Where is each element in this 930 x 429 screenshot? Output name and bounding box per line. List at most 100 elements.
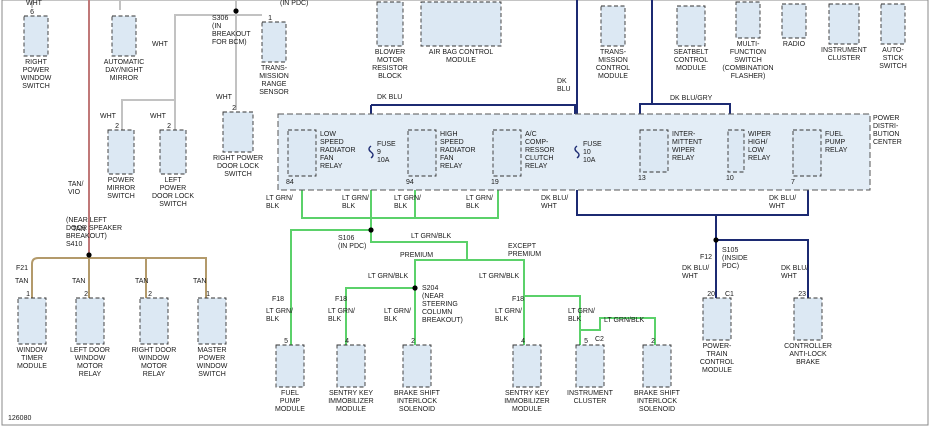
component-box bbox=[639, 129, 669, 173]
label-ltgrn-skim2: LT GRN/BLK bbox=[495, 308, 522, 323]
pin-number: 20 bbox=[707, 291, 715, 298]
fuse-symbol bbox=[574, 145, 580, 159]
label-dk-blu-1: DK BLU bbox=[377, 94, 402, 101]
pin-number: 4 bbox=[521, 338, 525, 345]
pin-number: 19 bbox=[491, 179, 499, 186]
label-ltgrn-exc: LT GRN/BLK bbox=[479, 273, 520, 280]
component-box bbox=[222, 111, 254, 153]
component-box bbox=[261, 21, 287, 63]
pin-number: 23 bbox=[798, 291, 806, 298]
label-dkbluwht-abs: DK BLU/WHT bbox=[781, 265, 808, 280]
component-box bbox=[575, 344, 605, 388]
pin-number: 2 bbox=[148, 291, 152, 298]
splice-dot bbox=[412, 285, 418, 291]
label-tan-4: TAN bbox=[193, 278, 206, 285]
label-f18-skim1: F18 bbox=[335, 296, 347, 303]
label-tan-vio: TAN/VIO bbox=[68, 181, 83, 196]
component-box bbox=[275, 344, 305, 388]
pin-number: 2 bbox=[411, 338, 415, 345]
label-ltgrn-skim1: LT GRN/BLK bbox=[328, 308, 355, 323]
label-wht-door-lock: WHT bbox=[216, 94, 233, 101]
component-box bbox=[727, 129, 745, 173]
label-premium: PREMIUM bbox=[400, 252, 433, 259]
splice-label: S106(IN PDC) bbox=[338, 235, 366, 250]
component-box bbox=[702, 297, 732, 341]
component-label: RADIO bbox=[783, 41, 806, 48]
label-tan-3: TAN bbox=[135, 278, 148, 285]
component-box bbox=[793, 297, 823, 341]
component-box bbox=[111, 15, 137, 57]
component-box bbox=[792, 129, 822, 177]
fuse-symbol bbox=[368, 145, 374, 159]
label-ltgrn-94: LT GRN/BLK bbox=[394, 195, 421, 210]
pin-number: 13 bbox=[638, 175, 646, 182]
component-box bbox=[75, 297, 105, 345]
label-ltgrn-fuse9: LT GRN/BLK bbox=[342, 195, 369, 210]
power-distribution-center bbox=[277, 113, 871, 191]
label-tan-1: TAN bbox=[15, 278, 28, 285]
pdc-cut-label: (IN PDC) bbox=[280, 0, 308, 7]
wire-tan-bus bbox=[31, 255, 207, 298]
pin-number: 1 bbox=[26, 291, 30, 298]
label-dk-blu-gry: DK BLU/GRY bbox=[670, 95, 713, 102]
component-box bbox=[407, 129, 437, 177]
label-wht-pwr-mirror: WHT bbox=[100, 113, 117, 120]
pin-number: 7 bbox=[791, 179, 795, 186]
label-c2: C2 bbox=[595, 336, 604, 343]
label-f12: F12 bbox=[700, 254, 712, 261]
component-box bbox=[420, 1, 502, 47]
label-ltgrn-c2: LT GRN/BLK bbox=[604, 317, 645, 324]
splice-s106: S106(IN PDC) bbox=[338, 227, 374, 250]
label-ltgrn-bsi1: LT GRN/BLK bbox=[384, 308, 411, 323]
component-box bbox=[159, 129, 187, 175]
component-box bbox=[781, 3, 807, 39]
pin-number: 1 bbox=[268, 15, 272, 22]
pin-number: 5 bbox=[284, 338, 288, 345]
component-box bbox=[512, 344, 542, 388]
label-f18-fp: F18 bbox=[272, 296, 284, 303]
label-ltgrn-prem: LT GRN/BLK bbox=[368, 273, 409, 280]
label-dkbluwht-7: DK BLU/WHT bbox=[769, 195, 796, 210]
pin-number: 2 bbox=[232, 105, 236, 112]
wire-lt-grn-blk bbox=[290, 170, 656, 345]
splice-dot bbox=[233, 8, 239, 14]
